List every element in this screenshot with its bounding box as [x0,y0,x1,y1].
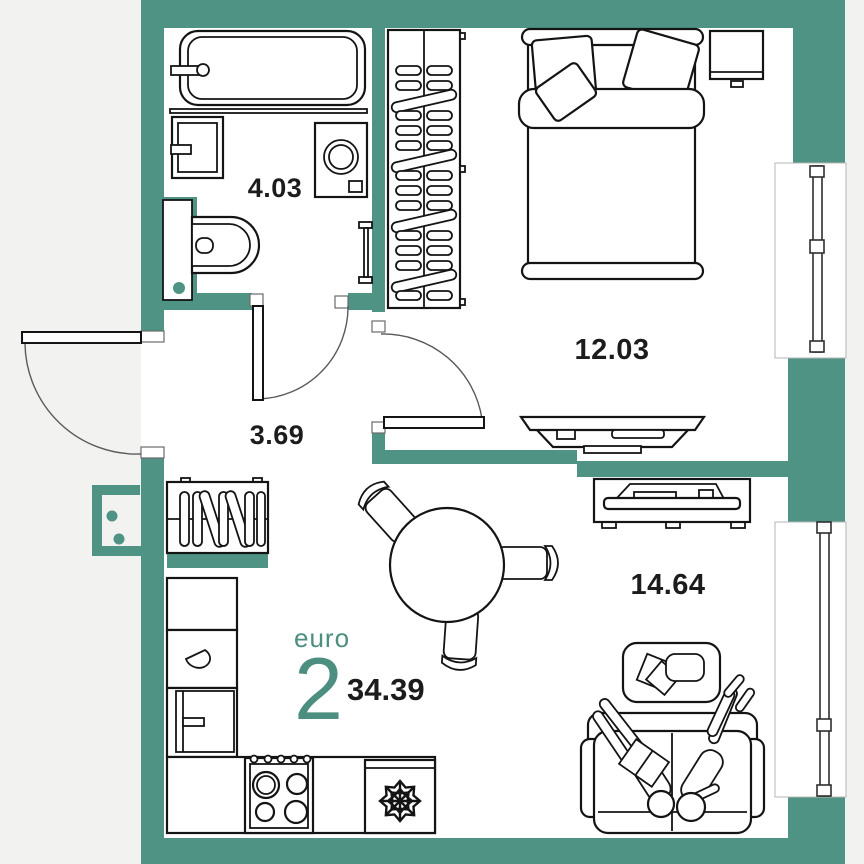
bedroom-area-label: 12.03 [574,334,649,366]
bathtub-icon [169,29,368,114]
vent-shaft-icon [92,485,147,556]
hallway-area-label: 3.69 [250,420,305,450]
bedroom-door [380,333,485,429]
snowflake-icon [378,779,422,823]
total-area-label: 34.39 [347,672,425,707]
washing-machine-icon [313,121,369,199]
plan-type-label: euro [294,623,350,653]
kitchen-counter-column [165,576,239,759]
entrance-door [21,331,142,455]
fridge-icon [363,758,437,835]
living-tv-icon [602,496,742,511]
walls [141,0,845,864]
bathroom-area-label: 4.03 [248,173,303,203]
towel-radiator-icon [358,221,373,284]
sink-drop-icon [184,648,212,669]
dining-set [353,476,559,672]
dining-table-icon [388,506,506,624]
bedroom-window [774,162,847,359]
person-reading-icon [592,698,676,819]
bathroom-sink-icon [170,115,225,180]
person-lounging-icon [675,674,756,823]
hall-closet-icon [165,477,270,555]
stove-icon [243,754,315,835]
door-jambs [140,293,386,459]
nightstand-icon [708,29,765,88]
hanger-rack-icon [179,490,266,548]
wardrobe-icon [386,28,466,310]
coffee-table-icon [621,641,722,704]
bedroom-tv-icon [518,415,707,454]
living-window [774,521,847,798]
hanger-rack-icon [390,65,458,301]
tv-stand-icon [592,477,752,529]
double-bed-icon [517,27,706,281]
bathroom-door [252,305,349,401]
toilet-icon [162,199,261,301]
living-area-label: 14.64 [630,569,705,601]
rooms-count-label: 2 [294,639,343,738]
